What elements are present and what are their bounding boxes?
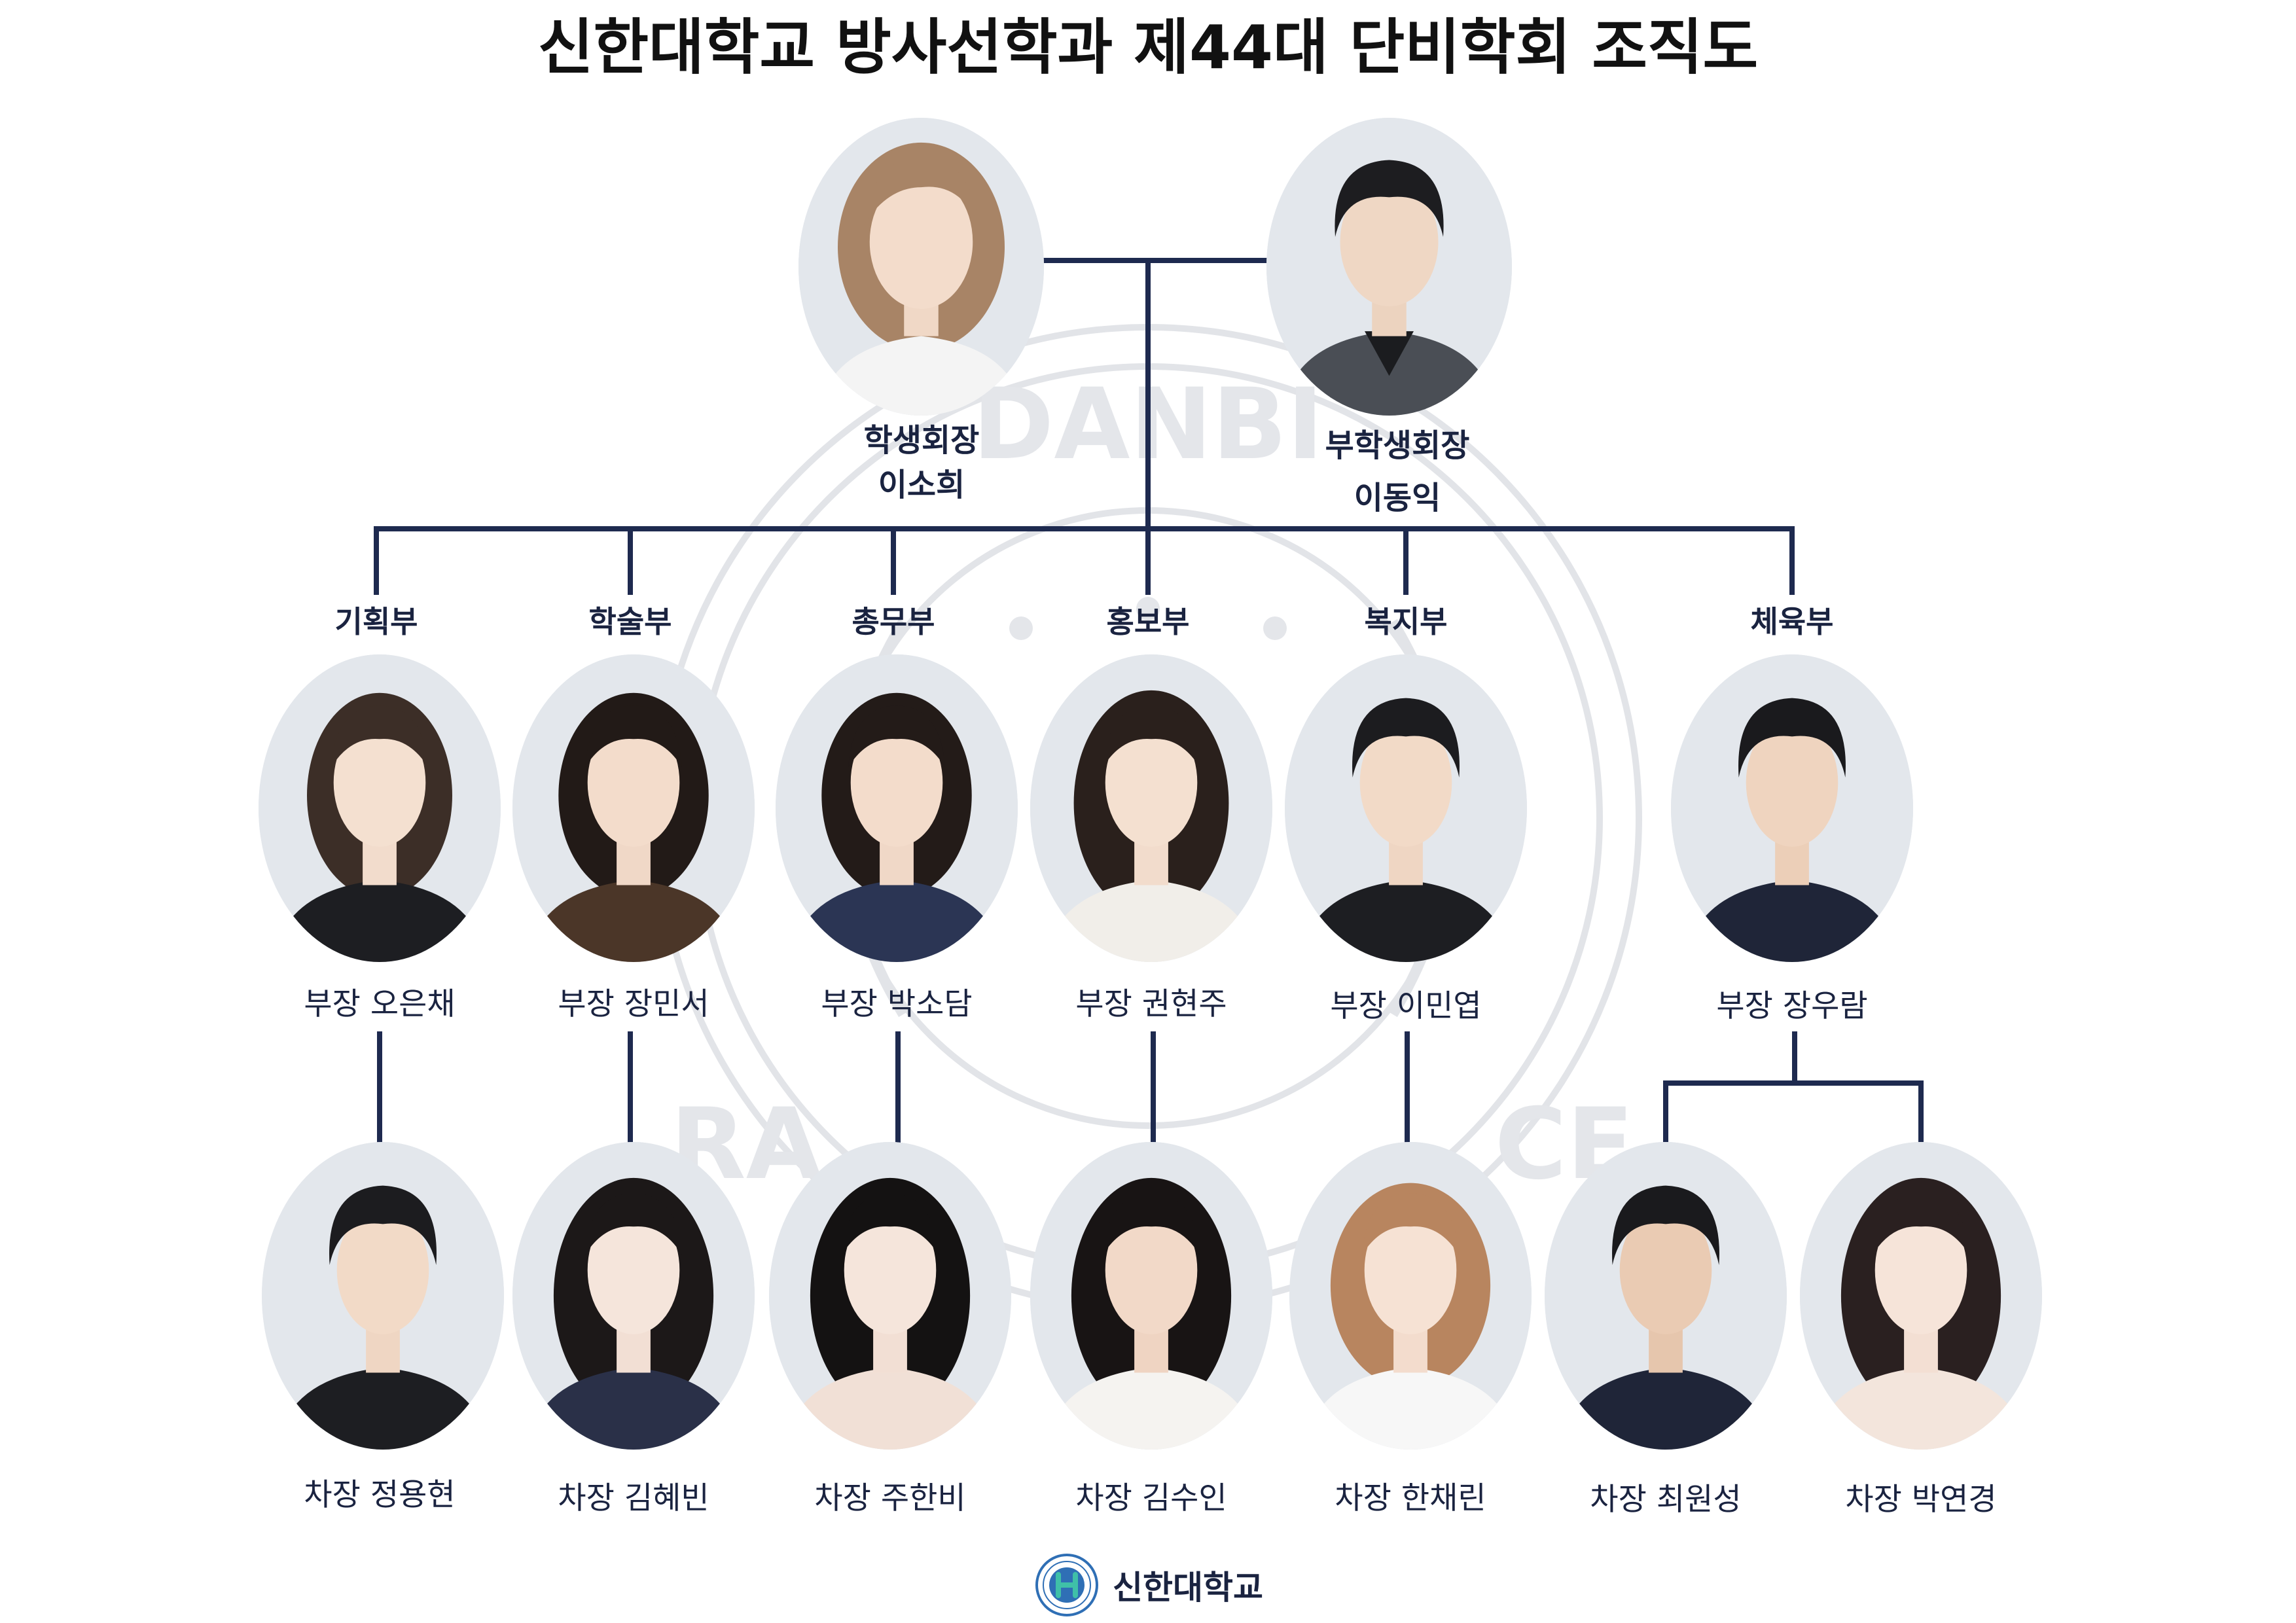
deputy-name-general: 차장 주한비 — [814, 1480, 966, 1516]
head-photo-academic — [512, 654, 755, 962]
deputy-name-pr: 차장 김수인 — [1075, 1480, 1227, 1516]
leader-photo-president — [798, 118, 1044, 416]
head-name-planning: 부장 오은채 — [304, 986, 456, 1022]
deputy-photo-pr — [1030, 1142, 1272, 1450]
head-photo-sports — [1671, 654, 1913, 962]
deputy-photo-sports-1 — [1545, 1142, 1787, 1450]
university-emblem-icon — [1035, 1554, 1098, 1616]
deputy-photo-planning — [262, 1142, 504, 1450]
page-title: 신한대학교 방사선학과 제44대 단비학회 조직도 — [537, 12, 1759, 82]
dept-title-sports: 체육부 — [1750, 604, 1834, 639]
head-photo-planning — [259, 654, 501, 962]
footer-logo-text: 신한대학교 — [1113, 1569, 1263, 1607]
leader-role-president: 학생회장 — [863, 422, 980, 459]
deputy-photo-general — [769, 1142, 1011, 1450]
leader-name-president: 이소희 — [878, 467, 965, 503]
dept-title-welfare: 복지부 — [1364, 604, 1448, 639]
head-name-sports: 부장 장우람 — [1716, 988, 1868, 1024]
head-photo-pr — [1030, 654, 1272, 962]
dept-title-academic: 학술부 — [588, 604, 672, 639]
leader-role-vice-president: 부학생회장 — [1325, 427, 1470, 464]
footer-logo: 신한대학교 — [1034, 1552, 1263, 1618]
deputy-name-sports-2: 차장 박연경 — [1845, 1482, 1997, 1518]
dept-title-planning: 기획부 — [334, 604, 418, 639]
head-photo-welfare — [1285, 654, 1527, 962]
head-photo-general — [776, 654, 1018, 962]
dept-title-pr: 홍보부 — [1106, 604, 1190, 639]
dept-title-general: 총무부 — [852, 604, 935, 639]
head-name-academic: 부장 장민서 — [558, 986, 709, 1022]
leader-photo-vice-president — [1266, 118, 1512, 416]
deputy-photo-sports-2 — [1800, 1142, 2042, 1450]
deputy-name-planning: 차장 정용현 — [304, 1477, 456, 1513]
deputy-photo-academic — [512, 1142, 755, 1450]
deputy-photo-welfare — [1289, 1142, 1532, 1450]
deputy-name-academic: 차장 김혜빈 — [558, 1480, 709, 1516]
deputy-name-sports-1: 차장 최원성 — [1590, 1482, 1742, 1518]
leader-name-vice-president: 이동익 — [1354, 480, 1441, 516]
head-name-general: 부장 박소담 — [821, 986, 973, 1022]
head-name-pr: 부장 권현주 — [1075, 986, 1227, 1022]
deputy-name-welfare: 차장 한채린 — [1335, 1480, 1486, 1516]
head-name-welfare: 부장 이민엽 — [1330, 988, 1482, 1024]
